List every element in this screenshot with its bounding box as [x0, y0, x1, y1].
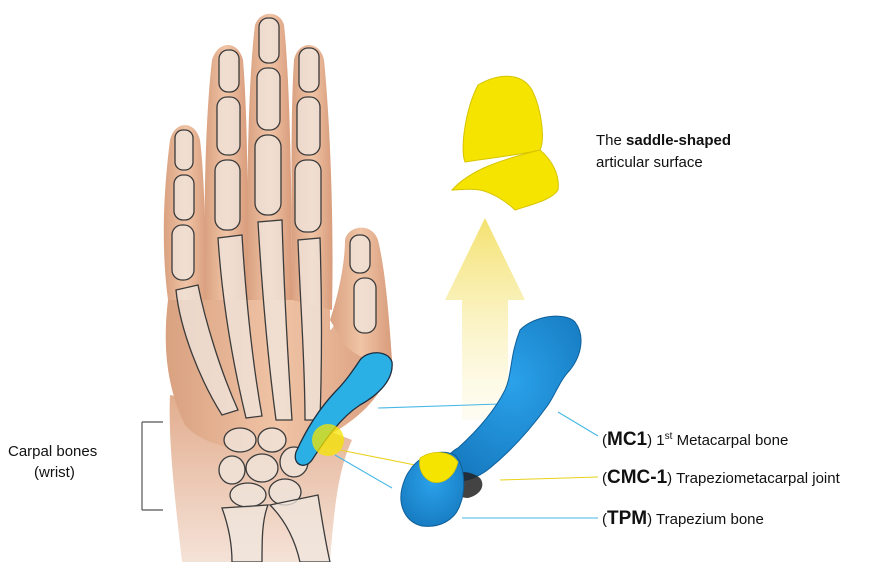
tpm-text: Trapezium bone	[652, 511, 764, 528]
saddle-label-prefix: The	[596, 132, 626, 149]
mc1-abbr: MC1	[607, 429, 647, 450]
cmc-label: (CMC-1) Trapeziometacarpal joint	[602, 469, 840, 488]
trapezium-bone-icon	[401, 452, 464, 526]
carpal-label-line1: Carpal bones	[8, 443, 97, 461]
tpm-abbr: TPM	[607, 508, 647, 529]
mc1-num: 1	[656, 432, 664, 449]
carpal-label-line2: (wrist)	[34, 464, 75, 482]
cmc-abbr: CMC-1	[607, 467, 667, 488]
carpal-bracket	[142, 422, 163, 510]
saddle-label: The saddle-shaped	[596, 132, 731, 150]
cmc-text: Trapeziometacarpal joint	[672, 470, 840, 487]
mc1-close: )	[647, 432, 652, 449]
saddle-label-line2: articular surface	[596, 154, 703, 172]
mc1-label: (MC1) 1st Metacarpal bone	[602, 428, 788, 450]
tpm-label: (TPM) Trapezium bone	[602, 510, 764, 529]
saddle-label-bold: saddle-shaped	[626, 132, 731, 149]
saddle-surface-icon	[452, 76, 558, 210]
mc1-text: Metacarpal bone	[672, 432, 788, 449]
hand-xray-icon	[164, 14, 392, 562]
